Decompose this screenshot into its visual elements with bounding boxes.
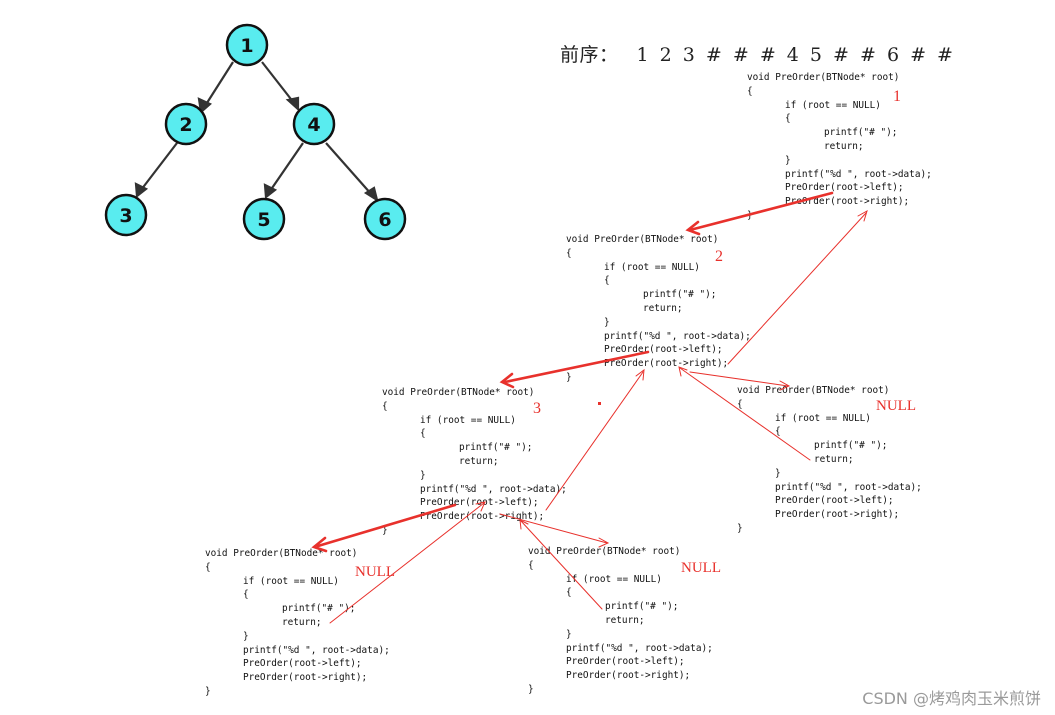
tree-node-1: 1 bbox=[225, 23, 269, 67]
tree-node-1-label: 1 bbox=[240, 35, 253, 57]
code-left-call: PreOrder(root->left); bbox=[243, 658, 362, 670]
code-print-data: printf("%d ", root->data); bbox=[785, 168, 932, 180]
frame-marker-1: 1 bbox=[893, 88, 901, 105]
code-left-call: PreOrder(root->left); bbox=[566, 656, 685, 668]
code-right-call: PreOrder(root->right); bbox=[604, 358, 729, 370]
code-left-call: PreOrder(root->left); bbox=[604, 344, 723, 356]
code-right-call: PreOrder(root->right); bbox=[775, 509, 900, 521]
code-if-close: } bbox=[420, 469, 426, 481]
frame-marker-2: 2 bbox=[715, 248, 723, 265]
edge-4-5-arrowhead bbox=[263, 183, 278, 200]
code-header: void PreOrder(BTNode* root) bbox=[205, 548, 358, 559]
tree-node-2: 2 bbox=[164, 102, 208, 146]
code-open-brace: { bbox=[747, 85, 753, 97]
code-return: return; bbox=[282, 616, 322, 628]
edge-1-4 bbox=[261, 61, 295, 104]
watermark: CSDN @烤鸡肉玉米煎饼 bbox=[862, 689, 1041, 708]
code-close-brace: } bbox=[382, 524, 388, 536]
tree-node-2-label: 2 bbox=[179, 114, 192, 136]
code-close-brace: } bbox=[528, 683, 534, 695]
code-print-null: printf("# "); bbox=[282, 603, 356, 615]
code-right-call: PreOrder(root->right); bbox=[243, 672, 368, 684]
code-open-brace: { bbox=[205, 561, 211, 573]
edge-1-2 bbox=[204, 61, 234, 107]
code-if: if (root == NULL) bbox=[420, 414, 516, 426]
code-if-close: } bbox=[775, 467, 781, 479]
tree-node-4-label: 4 bbox=[307, 114, 320, 136]
code-print-data: printf("%d ", root->data); bbox=[243, 644, 390, 656]
frame-marker-3: 3 bbox=[533, 400, 541, 417]
code-open-brace: { bbox=[566, 247, 572, 259]
code-print-data: printf("%d ", root->data); bbox=[604, 330, 751, 342]
code-if-open: { bbox=[775, 426, 781, 438]
code-print-data: printf("%d ", root->data); bbox=[420, 483, 567, 495]
code-print-null: printf("# "); bbox=[824, 127, 898, 139]
code-if-open: { bbox=[243, 589, 249, 601]
null-marker-left: NULL bbox=[355, 564, 395, 580]
code-if-open: { bbox=[566, 587, 572, 599]
code-header: void PreOrder(BTNode* root) bbox=[737, 385, 890, 396]
code-close-brace: } bbox=[205, 685, 211, 697]
preorder-label: 前序： bbox=[560, 44, 619, 66]
tree-node-4: 4 bbox=[292, 102, 336, 146]
code-print-null: printf("# "); bbox=[459, 442, 533, 454]
code-header: void PreOrder(BTNode* root) bbox=[382, 387, 535, 398]
tree-node-5: 5 bbox=[242, 197, 286, 241]
code-return: return; bbox=[459, 455, 499, 467]
code-close-brace: } bbox=[747, 209, 753, 221]
null-marker-mid: NULL bbox=[681, 560, 721, 576]
code-if: if (root == NULL) bbox=[243, 575, 339, 587]
edge-1-4-arrowhead bbox=[285, 96, 300, 112]
preorder-values: 1 2 3 # # # 4 5 # # 6 # # bbox=[636, 44, 954, 66]
code-if: if (root == NULL) bbox=[785, 99, 881, 111]
code-header: void PreOrder(BTNode* root) bbox=[528, 546, 681, 557]
code-return: return; bbox=[814, 453, 854, 465]
code-if-open: { bbox=[604, 275, 610, 287]
code-print-null: printf("# "); bbox=[814, 440, 888, 452]
edge-2-3 bbox=[140, 142, 178, 191]
edge-1-2-arrowhead bbox=[197, 97, 212, 115]
preorder-sequence: 前序： 1 2 3 # # # 4 5 # # 6 # # bbox=[560, 40, 953, 67]
tree-node-6-label: 6 bbox=[378, 209, 391, 231]
code-left-call: PreOrder(root->left); bbox=[775, 495, 894, 507]
code-if-close: } bbox=[243, 630, 249, 642]
edge-4-6 bbox=[325, 142, 373, 196]
code-left-call: PreOrder(root->left); bbox=[420, 497, 539, 509]
code-print-null: printf("# "); bbox=[605, 601, 679, 613]
code-if-open: { bbox=[785, 113, 791, 125]
code-close-brace: } bbox=[737, 522, 743, 534]
edge-4-5 bbox=[269, 142, 304, 192]
code-print-null: printf("# "); bbox=[643, 289, 717, 301]
code-if-close: } bbox=[604, 316, 610, 328]
code-if: if (root == NULL) bbox=[604, 261, 700, 273]
code-right-call: PreOrder(root->right); bbox=[785, 196, 910, 208]
code-header: void PreOrder(BTNode* root) bbox=[747, 72, 900, 83]
call-frame-2: void PreOrder(BTNode* root) { if (root =… bbox=[566, 233, 751, 385]
code-if-open: { bbox=[420, 428, 426, 440]
edge-2-3-arrowhead bbox=[134, 182, 149, 199]
tree-edges bbox=[134, 61, 379, 203]
code-open-brace: { bbox=[382, 400, 388, 412]
code-if-close: } bbox=[566, 628, 572, 640]
edge-4-6-arrowhead bbox=[363, 186, 379, 203]
code-return: return; bbox=[824, 140, 864, 152]
code-close-brace: } bbox=[566, 371, 572, 383]
tree-node-3: 3 bbox=[104, 193, 148, 237]
code-return: return; bbox=[605, 614, 645, 626]
call-frame-1: void PreOrder(BTNode* root) { if (root =… bbox=[747, 71, 932, 223]
tree-node-6: 6 bbox=[363, 197, 407, 241]
code-print-data: printf("%d ", root->data); bbox=[775, 481, 922, 493]
code-right-call: PreOrder(root->right); bbox=[566, 670, 691, 682]
code-left-call: PreOrder(root->left); bbox=[785, 182, 904, 194]
tree-node-3-label: 3 bbox=[119, 205, 132, 227]
code-print-data: printf("%d ", root->data); bbox=[566, 642, 713, 654]
code-right-call: PreOrder(root->right); bbox=[420, 511, 545, 523]
code-header: void PreOrder(BTNode* root) bbox=[566, 234, 719, 245]
code-if-close: } bbox=[785, 154, 791, 166]
code-return: return; bbox=[643, 302, 683, 314]
tree-node-5-label: 5 bbox=[257, 209, 270, 231]
null-marker-right: NULL bbox=[876, 398, 916, 414]
